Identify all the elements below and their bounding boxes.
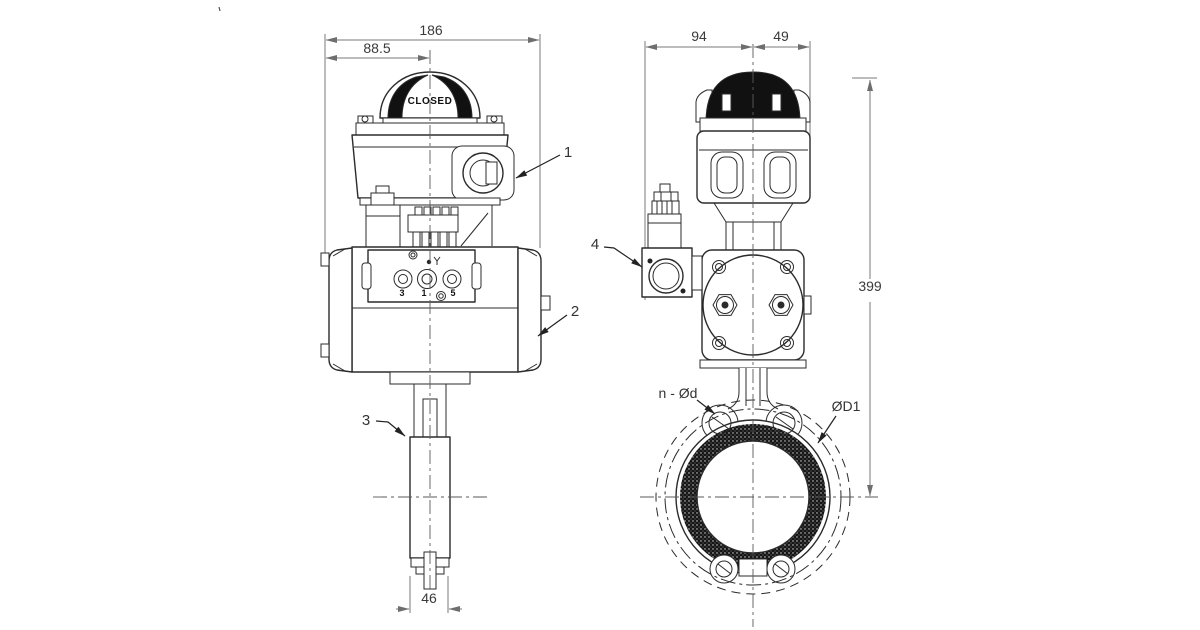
leader-3 (375, 420, 406, 437)
solenoid-port-inner (652, 262, 680, 290)
solenoid-adapter (691, 255, 703, 291)
actuator-end-cap-side (701, 249, 812, 361)
label-bolt-circle: ØD1 (832, 398, 861, 414)
dimension-49: 49 (753, 28, 810, 50)
dimension-total-width: 186 (325, 22, 540, 43)
pilot-coil-cap (370, 192, 395, 206)
leader-4 (603, 246, 643, 268)
bracket-side (713, 202, 794, 251)
bleed-fitting-left-top (320, 252, 330, 267)
indicator-band-right (431, 74, 473, 119)
cap-hex-bolt-left (712, 294, 738, 316)
callout-4: 4 (591, 236, 599, 253)
cap-side-tab (803, 295, 812, 315)
dimension-body-width: 46 (396, 590, 462, 612)
solenoid-coil (647, 213, 682, 249)
port-3-outer (393, 269, 413, 289)
conduit-entry-outer (462, 152, 504, 194)
port-label-5: 5 (450, 288, 455, 298)
gland-slot-right (763, 151, 797, 199)
cover-bolt-right (490, 115, 498, 123)
fitting-ribs (651, 200, 680, 215)
end-cap-right (517, 247, 542, 373)
switch-box-side-body (696, 130, 811, 204)
gland-slot-left (710, 151, 744, 199)
conduit-plug (485, 161, 498, 185)
side-labels: n - Ød ØD1 4 (591, 236, 861, 444)
limit-switch-box-front (351, 115, 515, 206)
lug-holes (708, 411, 796, 578)
bracket-brace (460, 212, 489, 247)
dim-46: 46 (421, 590, 437, 606)
front-callouts: 1 2 3 (362, 144, 579, 437)
fitting-hex (653, 191, 679, 202)
port-1-outer (417, 269, 437, 289)
solenoid-screw-1 (647, 258, 653, 264)
stray-mark (218, 6, 221, 12)
front-extension-lines (324, 34, 541, 613)
cover-bolt-left (361, 115, 369, 123)
indicator-band-left (387, 74, 429, 119)
solenoid-valve-side (641, 183, 703, 298)
callout-2: 2 (571, 303, 579, 320)
fitting-stem (659, 183, 671, 193)
pilot-exhaust-dot (426, 259, 432, 265)
exhaust-symbol (433, 256, 441, 265)
label-bolt-holes: n - Ød (659, 385, 698, 401)
leader-od1 (817, 415, 837, 444)
coupling-teeth-upper (414, 206, 459, 216)
dimension-94: 94 (645, 28, 753, 50)
bleed-fitting-right (540, 295, 551, 311)
dim-186: 186 (419, 22, 443, 38)
callout-1: 1 (564, 144, 572, 161)
plate-screw-bottom (436, 291, 446, 301)
coupling-teeth-lower (412, 231, 457, 248)
plate-screw-top (408, 250, 418, 260)
dim-399-backing (852, 279, 888, 294)
cap-corner-screws (712, 260, 794, 350)
leader-1 (515, 154, 561, 179)
bleed-fitting-left-bottom (320, 343, 330, 358)
dim-49: 49 (773, 28, 789, 44)
limit-switch-box-side (696, 130, 811, 204)
butterfly-valve-side (640, 44, 878, 627)
neck-side (725, 221, 782, 251)
dim-399: 399 (858, 278, 882, 294)
coupling-block (407, 214, 459, 233)
front-view: 186 88.5 46 CLOSED (320, 22, 579, 613)
callout-3: 3 (362, 412, 370, 429)
port-label-3: 3 (399, 288, 404, 298)
dimension-center-offset: 88.5 (325, 40, 430, 61)
dome-clip-left (721, 93, 732, 112)
conduit-boss (451, 145, 515, 201)
cap-hex-bolt-right (768, 294, 794, 316)
port-label-1: 1 (421, 288, 426, 298)
pilot-coil-body (365, 204, 401, 249)
port-5-outer (442, 269, 462, 289)
end-cap-left (328, 247, 353, 373)
leader-n-od (696, 399, 716, 415)
dimension-total-height: 399 (852, 79, 888, 497)
dim-94: 94 (691, 28, 707, 44)
solenoid-valve-plate-front: 3 1 5 (361, 249, 482, 303)
dim-88-5: 88.5 (363, 40, 390, 56)
leader-2 (537, 314, 568, 337)
solenoid-port-outer (648, 258, 684, 294)
solenoid-screw-2 (680, 288, 686, 294)
pneumatic-actuator-front: 3 1 5 (320, 246, 551, 373)
side-view: 94 49 (591, 28, 888, 627)
pilot-coil-stem (375, 185, 390, 194)
dome-clip-right (771, 93, 782, 112)
